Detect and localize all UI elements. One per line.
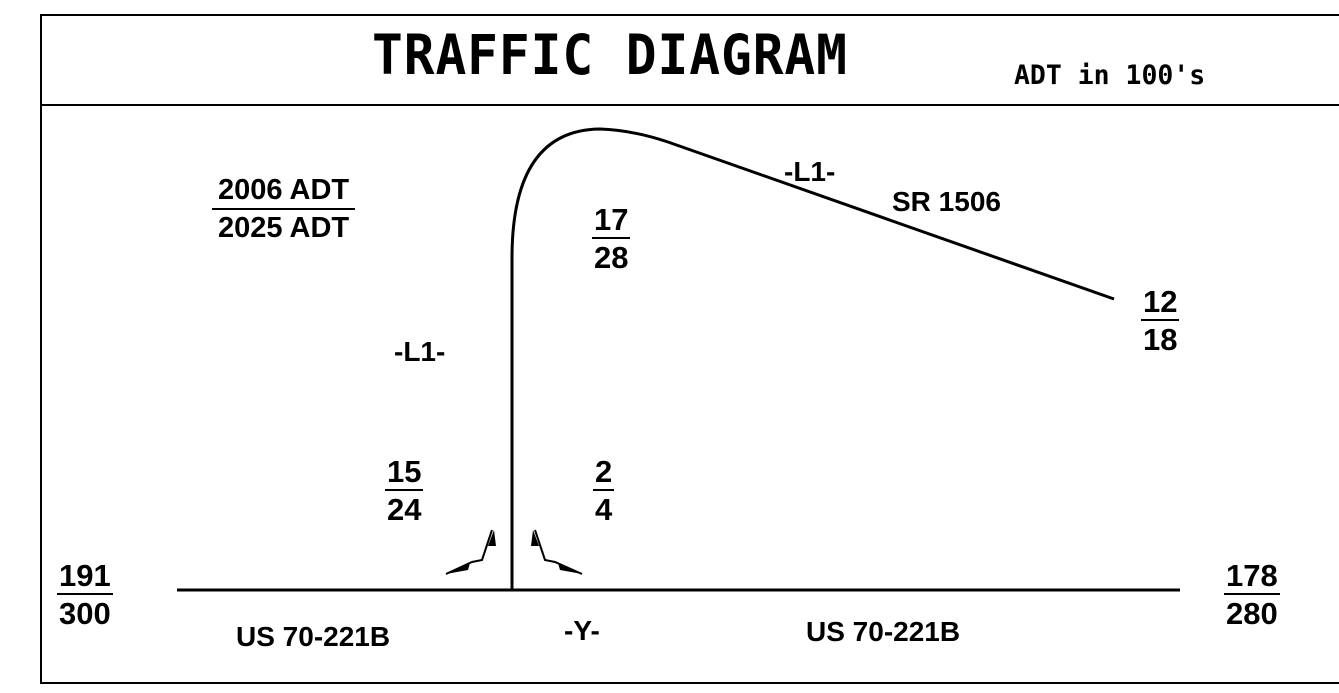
title-divider — [40, 104, 1339, 106]
volume-2006: 191 — [57, 558, 113, 595]
side-road — [510, 127, 1115, 590]
volume-sr1506-east: 12 18 — [1141, 284, 1180, 357]
volume-2025: 4 — [595, 492, 613, 527]
volume-2006: 17 — [592, 202, 631, 239]
volume-west-end: 191 300 — [57, 560, 113, 629]
volume-2025: 24 — [387, 492, 422, 527]
legend-bottom: 2025 ADT — [218, 212, 350, 244]
volume-2025: 28 — [594, 240, 629, 275]
side-road-alignment-label: -L1- — [394, 336, 446, 367]
side-road-alignment-label-curve: -L1- — [784, 156, 836, 187]
year-legend: 2006 ADT 2025 ADT — [212, 176, 356, 244]
volume-2006: 15 — [385, 454, 424, 491]
volume-2025: 300 — [59, 596, 111, 631]
volume-left-turn: 15 24 — [385, 454, 424, 527]
volume-2025: 280 — [1226, 596, 1278, 631]
left-turn-arrow-icon — [445, 529, 496, 575]
volume-right-turn: 2 4 — [593, 454, 615, 527]
volume-east-end: 178 280 — [1224, 560, 1280, 629]
volume-2006: 178 — [1224, 558, 1280, 595]
mainline-alignment-label: -Y- — [564, 615, 600, 646]
mainline-name-east: US 70-221B — [806, 616, 961, 647]
volume-2025: 18 — [1143, 322, 1178, 357]
mainline-name-west: US 70-221B — [236, 621, 391, 652]
diagram-title: TRAFFIC DIAGRAM — [372, 23, 848, 87]
volume-2006: 12 — [1141, 284, 1180, 321]
volume-sr1506-curve: 17 28 — [592, 202, 631, 275]
volume-2006: 2 — [593, 454, 615, 491]
diagram-frame — [40, 14, 1339, 684]
side-road-name: SR 1506 — [892, 186, 1001, 217]
legend-top: 2006 ADT — [212, 176, 356, 210]
units-note: ADT in 100's — [1014, 60, 1206, 91]
right-turn-arrow-icon — [531, 529, 583, 575]
